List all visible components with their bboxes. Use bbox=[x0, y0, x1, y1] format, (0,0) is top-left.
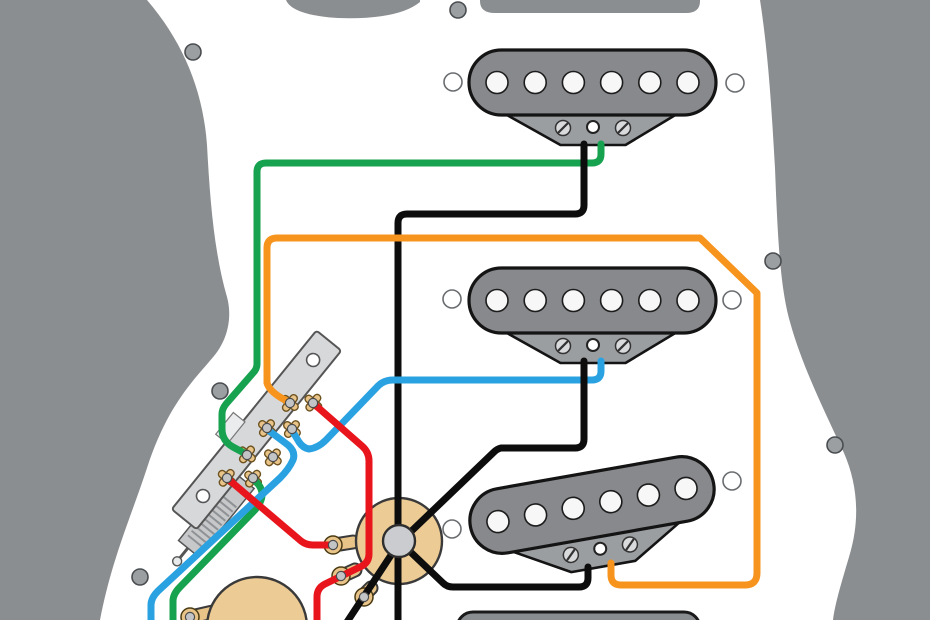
pole-piece bbox=[636, 483, 661, 507]
pole-piece bbox=[676, 70, 700, 95]
wire-bridge-hot-orange bbox=[263, 234, 761, 589]
neck-pickup-eyelet bbox=[586, 120, 600, 134]
bridge-pickup-cover bbox=[468, 455, 716, 555]
wire-switch-red-input bbox=[224, 475, 336, 549]
solder-joint bbox=[307, 397, 319, 409]
wire-middle-hot-blue bbox=[289, 357, 605, 453]
screw-hole bbox=[211, 382, 229, 400]
neck-pickup bbox=[467, 48, 718, 147]
pole-piece bbox=[676, 288, 700, 313]
pole-piece bbox=[599, 288, 624, 313]
pole-piece bbox=[523, 70, 547, 95]
volume-pot-shaft bbox=[381, 523, 417, 559]
mount-hole bbox=[442, 519, 462, 539]
pole-piece bbox=[523, 288, 547, 313]
wire-neck-ground-black bbox=[394, 140, 588, 620]
solder-joint bbox=[286, 423, 298, 435]
solder-joints bbox=[184, 397, 370, 620]
screw-hole bbox=[131, 568, 149, 586]
switch-spring bbox=[190, 529, 208, 545]
solder-joint bbox=[184, 611, 196, 620]
body-left bbox=[0, 0, 230, 620]
wire-switch-to-tone-blue bbox=[147, 426, 298, 620]
screw-hole bbox=[449, 1, 467, 19]
solder-joint bbox=[261, 422, 273, 434]
screw-slot bbox=[625, 538, 635, 551]
middle-pickup bbox=[467, 266, 718, 365]
wire-neck-hot-green bbox=[218, 140, 605, 458]
solder-joint bbox=[247, 472, 259, 484]
solder-joint bbox=[221, 472, 233, 484]
screw-slot bbox=[557, 340, 569, 352]
pole-piece bbox=[561, 288, 586, 313]
mount-hole bbox=[443, 72, 463, 92]
solder-joint bbox=[241, 449, 253, 461]
pole-piece bbox=[637, 70, 662, 95]
screw-hole bbox=[826, 436, 844, 454]
screw-hole bbox=[764, 252, 782, 270]
pole-piece bbox=[523, 503, 548, 527]
pole-piece bbox=[599, 70, 624, 95]
screw-slot bbox=[617, 122, 629, 134]
bottom-pickup bbox=[457, 610, 700, 620]
pole-piece bbox=[485, 70, 509, 95]
middle-pickup-eyelet bbox=[586, 338, 600, 352]
pickups bbox=[467, 48, 718, 574]
bridge-pickup bbox=[468, 455, 716, 574]
wire-middle-ground-black bbox=[395, 357, 588, 547]
solder-joint bbox=[267, 451, 279, 463]
mount-hole bbox=[722, 471, 742, 491]
switch-lever-tip bbox=[171, 556, 183, 567]
solder-joint bbox=[284, 397, 296, 409]
pole-piece bbox=[674, 476, 698, 501]
screw-slot bbox=[566, 548, 576, 561]
solder-joint bbox=[327, 539, 339, 551]
switch-lever-rod bbox=[177, 547, 190, 560]
switch-spring bbox=[187, 534, 205, 549]
screw-holes bbox=[131, 1, 844, 586]
tone-pot-body bbox=[206, 575, 308, 620]
wire-bridge-ground-black bbox=[395, 537, 592, 591]
pole-piece bbox=[561, 70, 586, 95]
solder-joint bbox=[335, 570, 347, 582]
screw-slot bbox=[617, 340, 629, 352]
switch-plate bbox=[171, 330, 342, 530]
switch-mount-hole bbox=[305, 352, 321, 368]
hookup-wires bbox=[147, 140, 761, 620]
neck-pocket-right bbox=[480, 0, 700, 13]
bridge-pickup-eyelet bbox=[593, 541, 608, 556]
solder-joint bbox=[358, 591, 370, 603]
screw-slot bbox=[557, 122, 569, 134]
neck-pickup-cover bbox=[467, 48, 718, 117]
tone-pot bbox=[180, 575, 308, 620]
pole-piece bbox=[485, 288, 509, 313]
neck-pocket-left bbox=[286, 0, 420, 19]
pole-piece bbox=[599, 489, 623, 514]
pole-piece bbox=[637, 288, 662, 313]
mount-hole bbox=[722, 290, 742, 310]
screw-hole bbox=[184, 43, 202, 61]
mount-hole bbox=[442, 289, 462, 309]
middle-pickup-cover bbox=[467, 266, 718, 335]
body-right bbox=[760, 0, 930, 620]
switch-mount-hole bbox=[195, 488, 211, 504]
pole-piece bbox=[486, 509, 510, 534]
mount-hole bbox=[725, 73, 745, 93]
wire-ground-bus-black bbox=[344, 539, 403, 620]
pole-piece bbox=[561, 496, 585, 521]
wire-switch-red-output bbox=[310, 400, 373, 620]
